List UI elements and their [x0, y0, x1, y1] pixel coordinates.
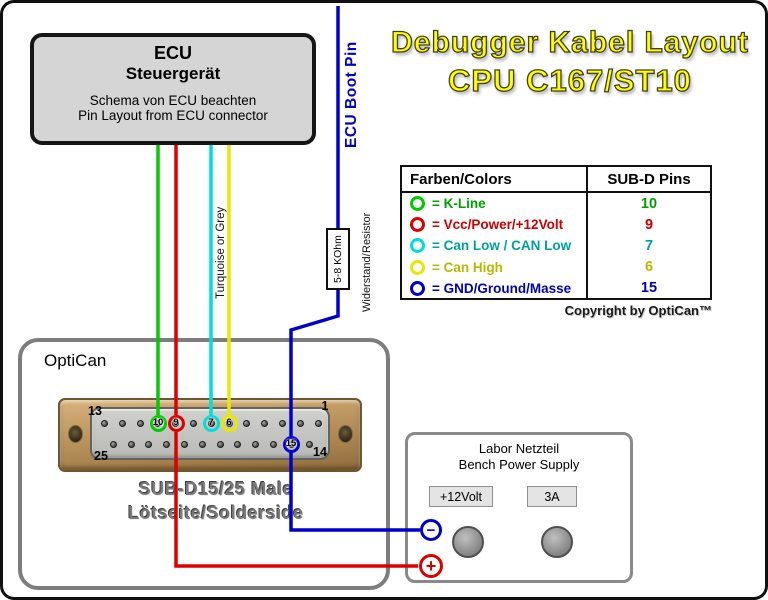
canlow-label: = Can Low / CAN Low [432, 238, 572, 254]
kline-label: = K-Line [432, 196, 486, 212]
pin-9-highlight-ring [167, 414, 185, 432]
pin-6-number: 6 [226, 416, 232, 428]
ecu-box: ECU Steuergerät Schema von ECU beachten … [30, 33, 316, 145]
banana-jack-left [452, 526, 484, 558]
connector-caption-type: SUB-D15/25 Male [138, 479, 294, 499]
resistor-name-de: Widerstand/ [361, 252, 373, 312]
ecu-title: ECU [153, 43, 192, 63]
pin-6-highlight-ring [220, 414, 238, 432]
canhigh-pin: 6 [644, 259, 654, 276]
canlow-pin: 7 [644, 237, 654, 254]
pin-15-number: 15 [285, 437, 297, 449]
voltage-readout: +12Volt [429, 486, 493, 507]
plus-terminal: + [419, 554, 443, 578]
mounting-hole-left [68, 425, 83, 443]
power-supply-title-en: Bench Power Supply [458, 457, 580, 472]
current-readout: 3A [527, 486, 577, 507]
page-title-line2: CPU C167/ST10 [447, 62, 692, 98]
ecu-note-en: Pin Layout from ECU connector [78, 108, 268, 123]
corner-pin-25: 25 [94, 449, 108, 463]
gnd-color-swatch [410, 280, 425, 296]
vcc-label: = Vcc/Power/+12Volt [432, 217, 564, 233]
pin-10-highlight-ring [149, 414, 167, 432]
legend-row-canlow: = Can Low / CAN Low 7 [402, 235, 710, 256]
minus-terminal: − [420, 519, 442, 541]
legend-row-canhigh: = Can High 6 [402, 257, 710, 278]
vcc-color-swatch [410, 217, 425, 233]
legend-table: Farben/Colors SUB-D Pins = K-Line 10 = V… [400, 165, 712, 300]
resistor-name-label: Widerstand/ Resistor [353, 212, 381, 311]
mounting-hole-right [338, 425, 353, 443]
page-title: Debugger Kabel Layout CPU C167/ST10 [380, 24, 760, 100]
resistor-name-en: Resistor [361, 212, 373, 253]
legend-row-kline: = K-Line 10 [402, 193, 710, 214]
ecu-subtitle: Steuergerät [125, 64, 221, 83]
legend-row-gnd: = GND/Ground/Masse 15 [402, 278, 710, 299]
legend-row-vcc: = Vcc/Power/+12Volt 9 [402, 214, 710, 235]
pin-7-number: 7 [208, 416, 214, 428]
canlow-color-swatch [410, 238, 425, 254]
power-supply-box [405, 432, 633, 583]
copyright-text: Copyright by OptiCan™ [564, 303, 712, 318]
vcc-pin: 9 [644, 216, 654, 233]
pin-7-highlight-ring [202, 414, 220, 432]
legend-divider [586, 167, 588, 298]
connector-caption-side: Lötseite/Solderside [128, 503, 304, 523]
legend-header-colors: Farben/Colors [410, 170, 512, 188]
gnd-label: = GND/Ground/Masse [432, 280, 572, 296]
legend-header-pins: SUB-D Pins [607, 170, 691, 188]
corner-pin-1: 1 [321, 399, 329, 413]
banana-jack-right [541, 526, 573, 558]
canhigh-color-swatch [410, 259, 425, 275]
optican-label: OptiCan [44, 351, 107, 370]
page-title-line1: Debugger Kabel Layout [390, 25, 749, 59]
corner-pin-13: 13 [88, 404, 102, 418]
canhigh-label: = Can High [432, 259, 503, 275]
ecu-note-de: Schema von ECU beachten [89, 93, 257, 108]
turquoise-or-grey-label: Turquoise or Grey [215, 206, 227, 299]
corner-pin-14: 14 [313, 445, 327, 459]
kline-color-swatch [410, 196, 425, 212]
legend-header: Farben/Colors SUB-D Pins [402, 167, 710, 193]
kline-pin: 10 [640, 195, 658, 212]
gnd-pin: 15 [640, 280, 658, 297]
ecu-boot-pin-label: ECU Boot Pin [343, 41, 360, 149]
power-supply-title-de: Labor Netzteil [478, 441, 560, 456]
resistor-box: 5-8 KOhm [326, 228, 350, 290]
pin-10-number: 10 [152, 416, 164, 428]
pin-9-number: 9 [173, 416, 179, 428]
